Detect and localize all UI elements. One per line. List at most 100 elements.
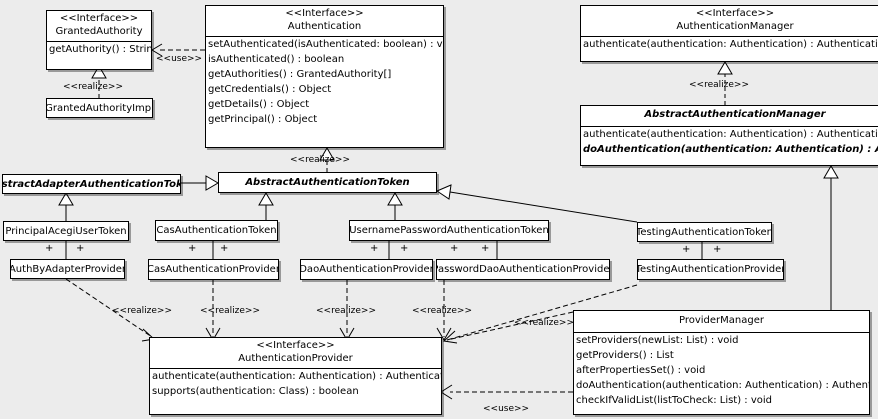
class-abstract-authentication-manager[interactable]: AbstractAuthenticationManager authentica…	[580, 105, 878, 166]
class-header: <<Interface>> AuthenticationManager	[581, 6, 878, 36]
stereotype-label: <<Interface>>	[256, 340, 335, 351]
edge-generalize-testingtoken	[435, 184, 638, 223]
class-abstract-adapter-authentication-token[interactable]: AbstractAdapterAuthenticationToken	[2, 174, 181, 194]
class-dao-authentication-provider[interactable]: DaoAuthenticationProvider	[300, 259, 433, 280]
edge-generalize-castoken	[258, 192, 274, 220]
edge-label-realize-authbyadapter: <<realize>>	[112, 306, 172, 316]
class-name: AbstractAdapterAuthenticationToken	[2, 178, 180, 190]
class-password-dao-authentication-provider[interactable]: PasswordDaoAuthenticationProvider	[436, 259, 610, 280]
operation-item: checkIfValidList(listToCheck: List) : vo…	[576, 394, 773, 406]
compartment-divider	[574, 331, 869, 333]
multiplicity-principal-left: +	[45, 243, 54, 254]
class-granted-authority[interactable]: <<Interface>> GrantedAuthority getAuthor…	[46, 10, 152, 70]
class-name: DaoAuthenticationProvider	[300, 264, 433, 275]
class-name: AuthenticationProvider	[238, 352, 353, 364]
multiplicity-userpass-3: +	[450, 243, 459, 254]
edge-label-use-grantedauthority: <<use>>	[156, 54, 203, 64]
operations-compartment: setProviders(newList: List) : void getPr…	[574, 333, 869, 408]
class-name: UsernamePasswordAuthenticationToken	[349, 225, 549, 236]
operation-item: doAuthentication(authentication: Authent…	[576, 379, 870, 391]
multiplicity-cas-left: +	[188, 243, 197, 254]
operation-item: setProviders(newList: List) : void	[576, 334, 739, 346]
operation-item: supports(authentication: Class) : boolea…	[152, 386, 359, 397]
class-name: PrincipalAcegiUserToken	[5, 225, 127, 237]
class-header: <<Interface>> Authentication	[206, 6, 443, 36]
operation-item: getAuthority() : String	[49, 44, 152, 55]
compartment-divider	[206, 36, 443, 37]
compartment-divider	[150, 368, 441, 369]
operation-item: setAuthenticated(isAuthenticated: boolea…	[208, 39, 444, 50]
edge-label-realize-dao: <<realize>>	[316, 306, 376, 316]
operations-compartment: authenticate(authentication: Authenticat…	[581, 37, 878, 52]
operation-item: isAuthenticated() : boolean	[208, 54, 345, 65]
class-name: Authentication	[287, 20, 362, 32]
edge-label-realize-grantedauthorityimpl: <<realize>>	[63, 82, 123, 92]
class-provider-manager[interactable]: ProviderManager setProviders(newList: Li…	[573, 310, 870, 415]
operation-item: authenticate(authentication: Authenticat…	[583, 128, 878, 140]
operation-item: doAuthentication(authentication: Authent…	[583, 143, 878, 155]
stereotype-label: <<Interface>>	[59, 13, 139, 24]
class-principal-acegi-user-token[interactable]: PrincipalAcegiUserToken	[3, 221, 129, 241]
multiplicity-testing-right: +	[713, 244, 722, 255]
class-name: TestingAuthenticationToken	[637, 226, 772, 238]
class-auth-by-adapter-provider[interactable]: AuthByAdapterProvider	[10, 259, 125, 279]
edge-label-realize-abstractauthenticationtoken: <<realize>>	[290, 155, 350, 165]
operations-compartment: authenticate(authentication: Authenticat…	[150, 369, 441, 399]
class-header: ProviderManager	[574, 311, 869, 332]
class-testing-authentication-token[interactable]: TestingAuthenticationToken	[637, 222, 772, 242]
class-header: <<Interface>> AuthenticationProvider	[150, 338, 441, 368]
multiplicity-userpass-4: +	[481, 243, 490, 254]
operation-item: getPrincipal() : Object	[208, 114, 318, 125]
class-username-password-authentication-token[interactable]: UsernamePasswordAuthenticationToken	[349, 220, 549, 241]
edge-use-providermanager-authenticationprovider	[440, 384, 573, 400]
compartment-divider	[581, 125, 878, 127]
compartment-divider	[47, 41, 151, 42]
class-name: AbstractAuthenticationToken	[245, 177, 410, 188]
operation-item: authenticate(authentication: Authenticat…	[583, 39, 878, 50]
multiplicity-principal-right: +	[76, 243, 85, 254]
multiplicity-cas-right: +	[220, 243, 229, 254]
operation-item: getCredentials() : Object	[208, 84, 332, 95]
class-name: AuthenticationManager	[676, 20, 794, 32]
edge-label-realize-passworddao: <<realize>>	[412, 306, 472, 316]
stereotype-label: <<Interface>>	[695, 8, 775, 19]
class-authentication-provider[interactable]: <<Interface>> AuthenticationProvider aut…	[149, 337, 442, 415]
edge-label-realize-abstractauthenticationmanager: <<realize>>	[689, 80, 749, 90]
operation-item: afterPropertiesSet() : void	[576, 364, 706, 376]
compartment-divider	[581, 36, 878, 37]
class-name: CasAuthenticationProvider	[148, 264, 279, 275]
stereotype-label: <<Interface>>	[285, 8, 364, 19]
edge-generalize-principaltoken	[58, 192, 74, 221]
edge-generalize-providermanager	[823, 165, 839, 310]
operation-item: getDetails() : Object	[208, 99, 310, 110]
class-header: <<Interface>> GrantedAuthority	[47, 11, 151, 41]
edge-label-realize-cas: <<realize>>	[200, 306, 260, 316]
class-name: ProviderManager	[678, 315, 764, 326]
operation-item: getProviders() : List	[576, 349, 674, 361]
edge-label-realize-providermanager: <<realize>>	[514, 318, 574, 328]
multiplicity-userpass-2: +	[400, 243, 409, 254]
class-name: GrantedAuthority	[55, 25, 143, 37]
operation-item: getAuthorities() : GrantedAuthority[]	[208, 69, 392, 80]
class-authentication[interactable]: <<Interface>> Authentication setAuthenti…	[205, 5, 444, 148]
operations-compartment: authenticate(authentication: Authenticat…	[581, 127, 878, 157]
multiplicity-userpass-1: +	[370, 243, 379, 254]
class-abstract-authentication-token[interactable]: AbstractAuthenticationToken	[218, 172, 437, 193]
operation-item: authenticate(authentication: Authenticat…	[152, 371, 442, 382]
multiplicity-testing-left: +	[682, 244, 691, 255]
class-granted-authority-impl[interactable]: GrantedAuthorityImpl	[46, 98, 153, 118]
class-name: AuthByAdapterProvider	[10, 263, 125, 275]
class-name: GrantedAuthorityImpl	[46, 102, 153, 114]
class-name: TestingAuthenticationProvider	[637, 264, 784, 275]
edge-generalize-userpasstoken	[387, 192, 403, 220]
operations-compartment: getAuthority() : String	[47, 42, 151, 57]
class-cas-authentication-provider[interactable]: CasAuthenticationProvider	[148, 259, 279, 280]
class-name: AbstractAuthenticationManager	[644, 109, 826, 120]
edge-generalize-adaptertoken	[181, 175, 219, 191]
class-authentication-manager[interactable]: <<Interface>> AuthenticationManager auth…	[580, 5, 878, 62]
class-cas-authentication-token[interactable]: CasAuthenticationToken	[155, 220, 278, 241]
operations-compartment: setAuthenticated(isAuthenticated: boolea…	[206, 37, 443, 127]
class-testing-authentication-provider[interactable]: TestingAuthenticationProvider	[637, 259, 784, 280]
class-name: CasAuthenticationToken	[156, 225, 277, 236]
